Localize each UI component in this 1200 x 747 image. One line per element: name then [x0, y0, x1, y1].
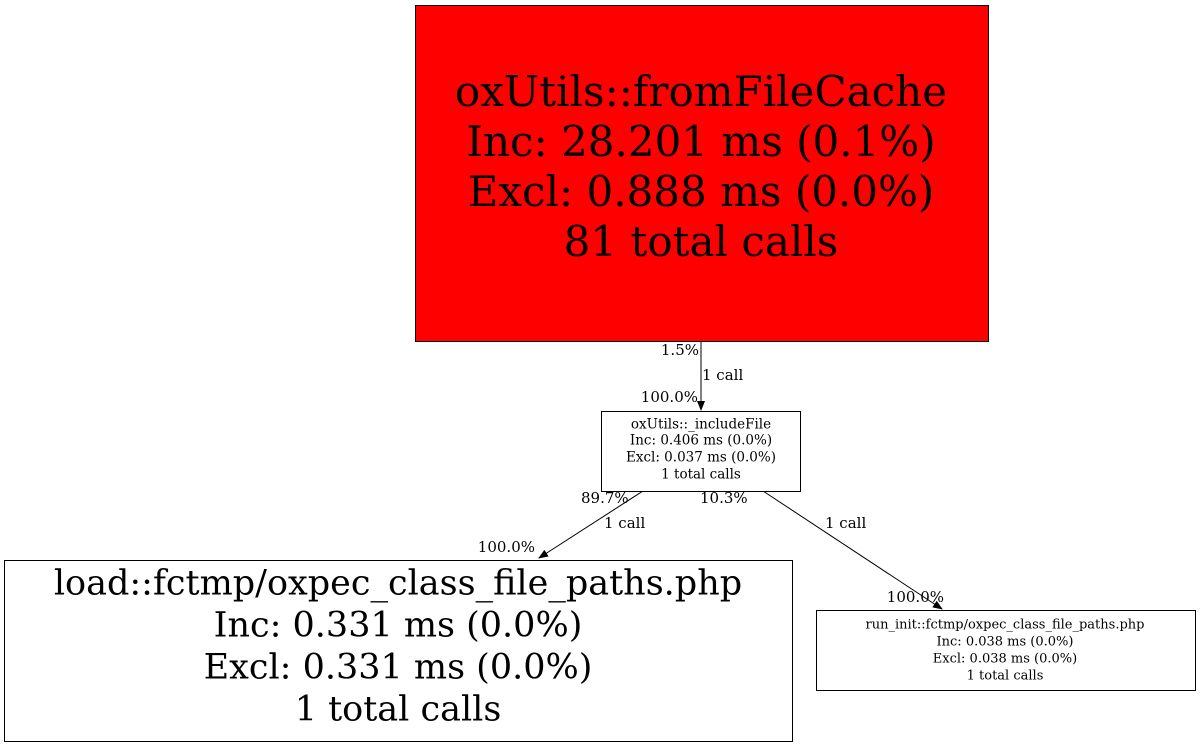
node-run-init[interactable]: run_init::fctmp/oxpec_class_file_paths.p…	[816, 610, 1196, 691]
edge-line	[762, 490, 943, 610]
node-includefile[interactable]: oxUtils::_includeFile Inc: 0.406 ms (0.0…	[601, 411, 801, 492]
node-inclusive-time: Inc: 0.406 ms (0.0%)	[630, 433, 772, 449]
edge-includefile-to-runinit: 10.3% 1 call 100.0%	[700, 489, 944, 610]
edge-fromfilecache-to-includefile: 1.5% 1 call 100.0%	[641, 341, 743, 411]
edge-tail-label: 10.3%	[700, 489, 748, 507]
node-fromfilecache[interactable]: oxUtils::fromFileCache Inc: 28.201 ms (0…	[415, 5, 989, 342]
node-load[interactable]: load::fctmp/oxpec_class_file_paths.php I…	[4, 560, 793, 742]
node-function-name: load::fctmp/oxpec_class_file_paths.php	[54, 564, 742, 604]
edge-tail-label: 89.7%	[581, 489, 629, 507]
node-function-name: oxUtils::_includeFile	[631, 417, 771, 433]
edge-head-label: 100.0%	[641, 388, 698, 406]
node-function-name: oxUtils::fromFileCache	[455, 67, 947, 116]
node-box	[601, 411, 801, 492]
node-box	[415, 5, 989, 342]
edge-tail-label: 1.5%	[661, 341, 699, 359]
edge-head-label: 100.0%	[887, 588, 944, 606]
node-inclusive-time: Inc: 0.331 ms (0.0%)	[214, 606, 583, 646]
edge-label: 1 call	[825, 514, 866, 532]
node-function-name: run_init::fctmp/oxpec_class_file_paths.p…	[866, 618, 1145, 633]
edge-line	[538, 490, 644, 559]
node-exclusive-time: Excl: 0.037 ms (0.0%)	[626, 450, 776, 466]
edge-label: 1 call	[604, 514, 645, 532]
edge-label: 1 call	[702, 366, 743, 384]
node-total-calls: 1 total calls	[661, 467, 741, 483]
node-total-calls: 81 total calls	[564, 217, 839, 266]
node-box	[816, 610, 1196, 691]
edge-includefile-to-load: 89.7% 1 call 100.0%	[478, 489, 645, 559]
node-box	[4, 560, 793, 742]
node-exclusive-time: Excl: 0.038 ms (0.0%)	[933, 652, 1077, 667]
node-exclusive-time: Excl: 0.888 ms (0.0%)	[468, 167, 935, 216]
node-total-calls: 1 total calls	[295, 690, 502, 730]
node-inclusive-time: Inc: 28.201 ms (0.1%)	[466, 117, 935, 166]
node-exclusive-time: Excl: 0.331 ms (0.0%)	[204, 648, 593, 688]
edge-head-label: 100.0%	[478, 538, 535, 556]
node-total-calls: 1 total calls	[967, 669, 1044, 684]
node-inclusive-time: Inc: 0.038 ms (0.0%)	[937, 635, 1074, 650]
